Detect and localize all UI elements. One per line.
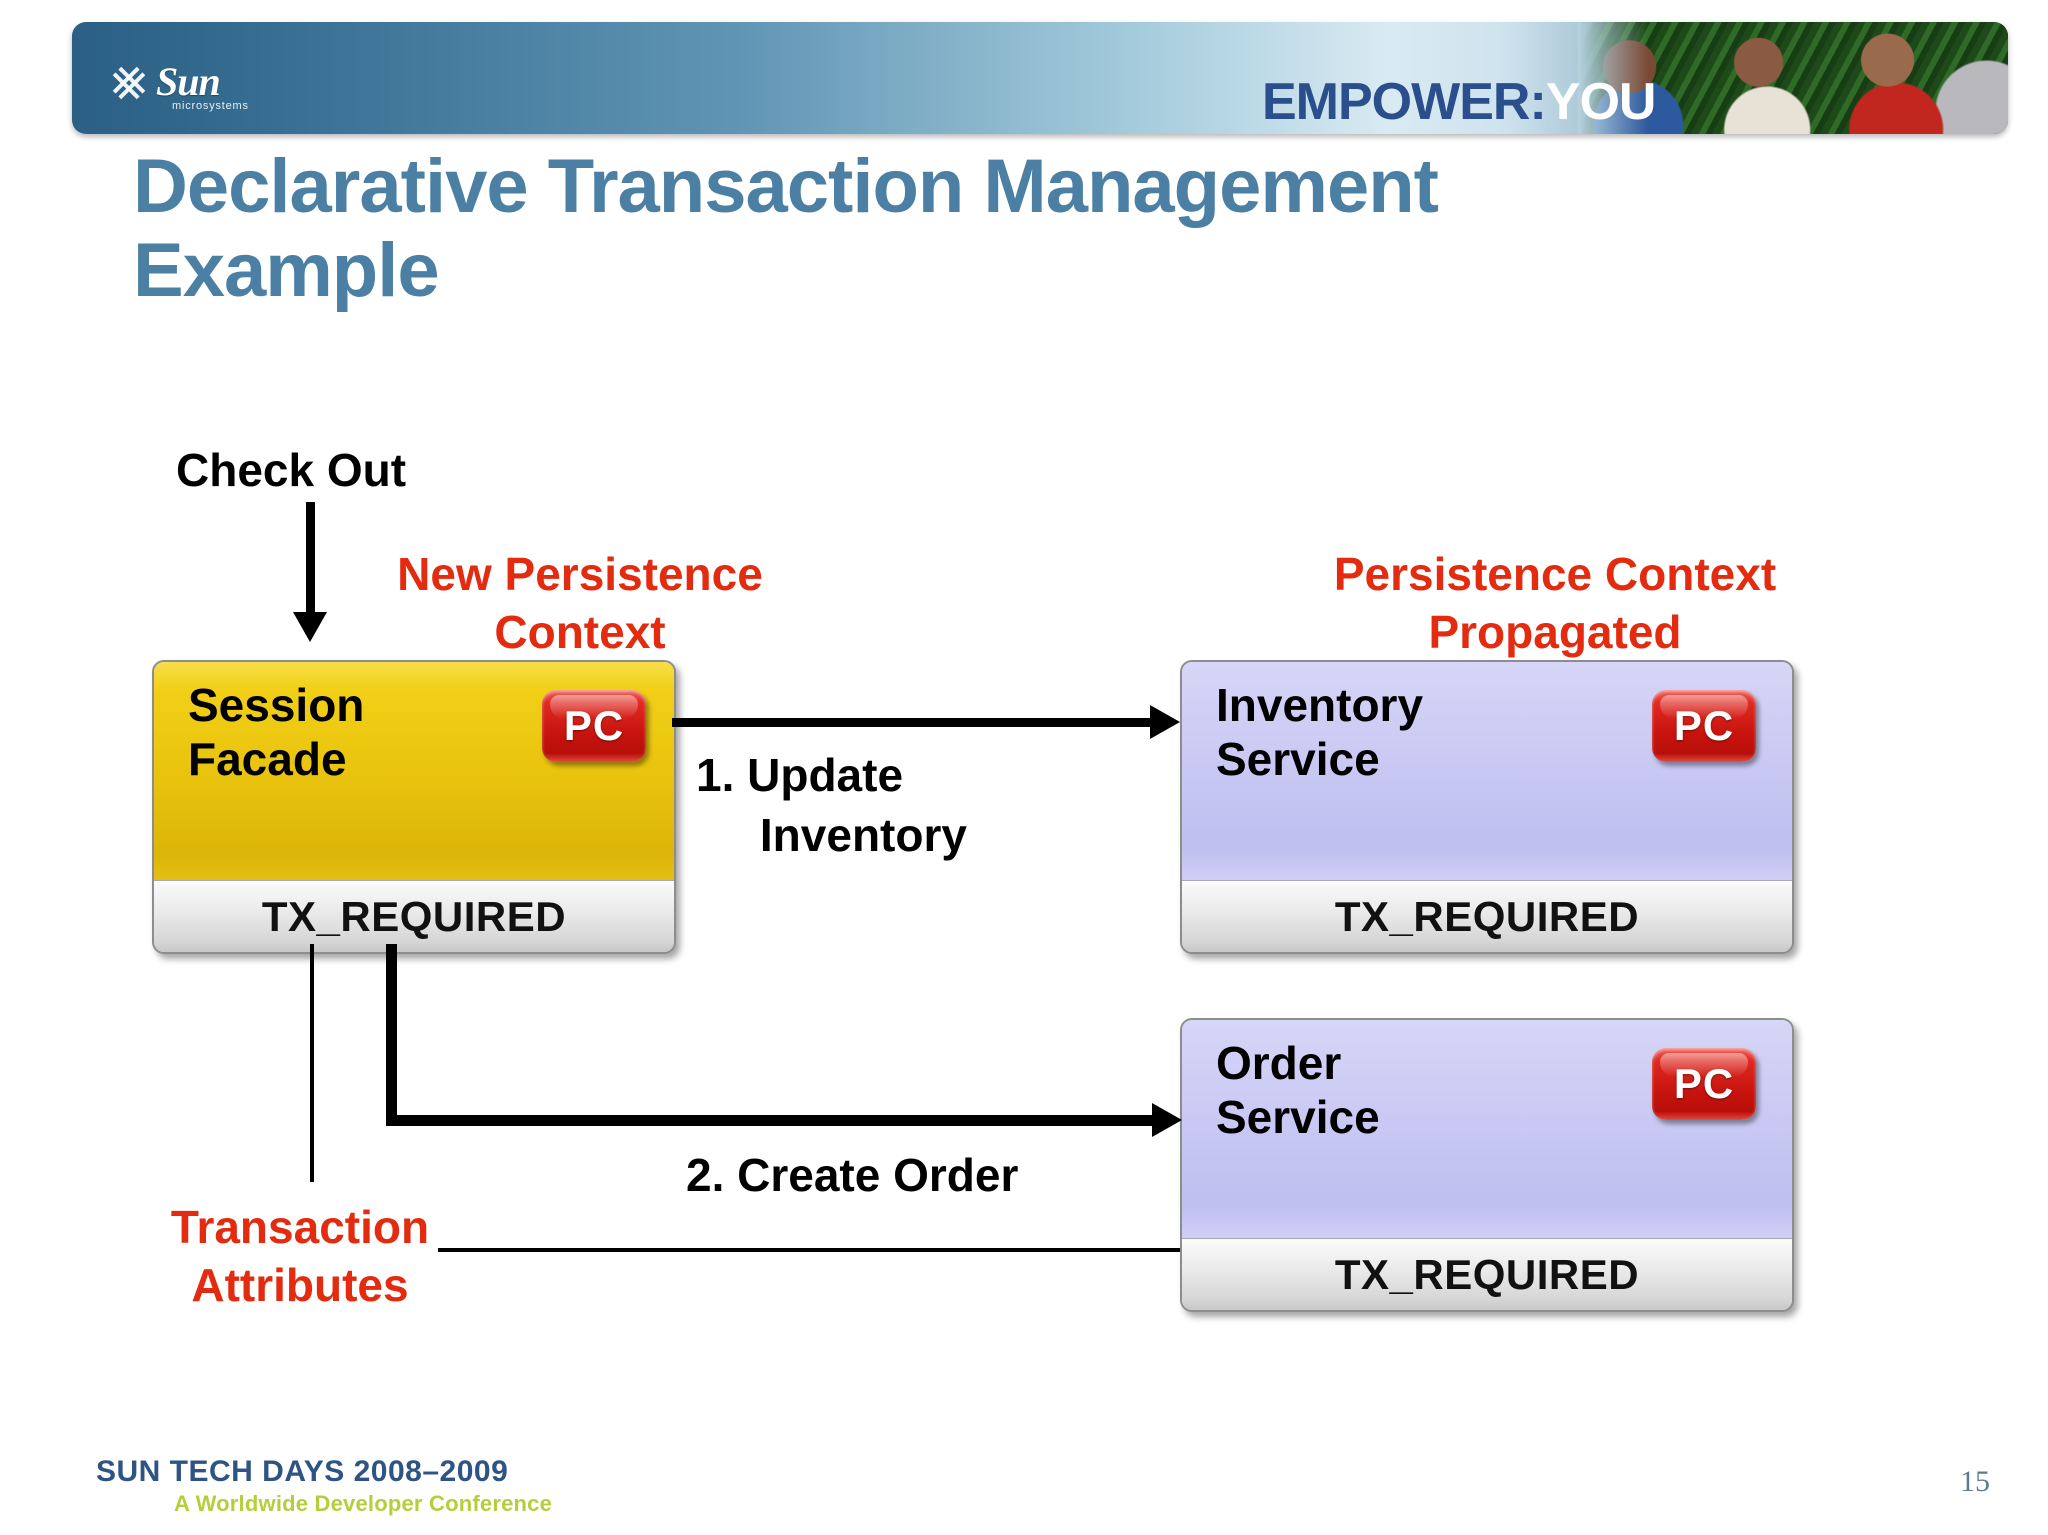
conference-name-line: SUN TECH DAYS 2008–2009: [96, 1455, 526, 1489]
conference-years: 2008–2009: [353, 1455, 509, 1488]
sun-wordmark: Sun: [156, 59, 221, 104]
pc-badge-inventory-service: PC: [1652, 690, 1756, 762]
inventory-service-attribute-bar: TX_REQUIRED: [1182, 881, 1792, 952]
label-step-1: 1. Update Inventory: [696, 749, 967, 861]
tx-attr-leader-vertical: [310, 944, 314, 1182]
order-service-attribute-bar: TX_REQUIRED: [1182, 1239, 1792, 1310]
tx-attr-leader-horizontal: [438, 1248, 1180, 1252]
pc-badge-label: PC: [1673, 1060, 1735, 1107]
order-service-header: Order Service PC: [1182, 1020, 1792, 1239]
pc-badge-session-facade: PC: [542, 690, 646, 762]
label-step-2: 2. Create Order: [686, 1149, 1019, 1201]
page-number: 15: [1960, 1465, 1990, 1498]
pc-badge-label: PC: [563, 702, 625, 749]
order-service-title: Order Service: [1216, 1037, 1380, 1143]
arrow2-vertical-shaft: [386, 944, 397, 1126]
checkout-arrowhead-icon: [293, 612, 327, 642]
pc-badge-label: PC: [1673, 702, 1735, 749]
session-facade-attribute-bar: TX_REQUIRED: [154, 881, 674, 952]
label-new-persistence-context: New Persistence Context: [397, 548, 763, 658]
sun-subtitle: microsystems: [172, 100, 249, 112]
arrow2-arrowhead-icon: [1152, 1103, 1182, 1137]
conference-name: SUN TECH DAYS: [96, 1455, 345, 1488]
checkout-arrow-shaft: [306, 502, 315, 614]
inventory-service-title: Inventory Service: [1216, 679, 1424, 785]
header-photo-fade: [1578, 22, 1648, 134]
label-transaction-attributes: Transaction Attributes: [170, 1201, 430, 1311]
header-banner: Sun microsystems EMPOWER:YOU: [72, 22, 2008, 134]
footer-logo: SUN TECH DAYS 2008–2009 A Worldwide Deve…: [96, 1455, 553, 1517]
pc-badge-order-service: PC: [1652, 1048, 1756, 1120]
inventory-service-header: Inventory Service PC: [1182, 662, 1792, 881]
tagline-primary: EMPOWER:: [1262, 73, 1547, 131]
arrow2-horizontal-shaft: [386, 1115, 1164, 1126]
session-facade-attribute: TX_REQUIRED: [261, 893, 567, 940]
label-check-out: Check Out: [176, 444, 407, 496]
page-title: Declarative Transaction Management Examp…: [133, 144, 1439, 313]
session-facade-header: Session Facade PC: [154, 662, 674, 881]
empower-tagline: EMPOWER:YOU: [1262, 72, 1657, 132]
arrow1-shaft: [672, 718, 1156, 727]
session-facade-title: Session Facade: [188, 679, 365, 785]
conference-tagline: A Worldwide Developer Conference: [174, 1491, 553, 1516]
sun-logo: Sun microsystems: [112, 59, 342, 120]
header-photo: [1578, 22, 2008, 134]
order-service-attribute: TX_REQUIRED: [1334, 1251, 1640, 1298]
inventory-service-attribute: TX_REQUIRED: [1334, 893, 1640, 940]
box-order-service[interactable]: Order Service PC TX_REQUIRED: [1180, 1018, 1794, 1312]
box-inventory-service[interactable]: Inventory Service PC TX_REQUIRED: [1180, 660, 1794, 954]
box-session-facade[interactable]: Session Facade PC TX_REQUIRED: [152, 660, 676, 954]
label-persistence-context-propagated: Persistence Context Propagated: [1333, 548, 1777, 658]
tagline-secondary: YOU: [1545, 73, 1657, 131]
arrow1-arrowhead-icon: [1150, 705, 1180, 739]
